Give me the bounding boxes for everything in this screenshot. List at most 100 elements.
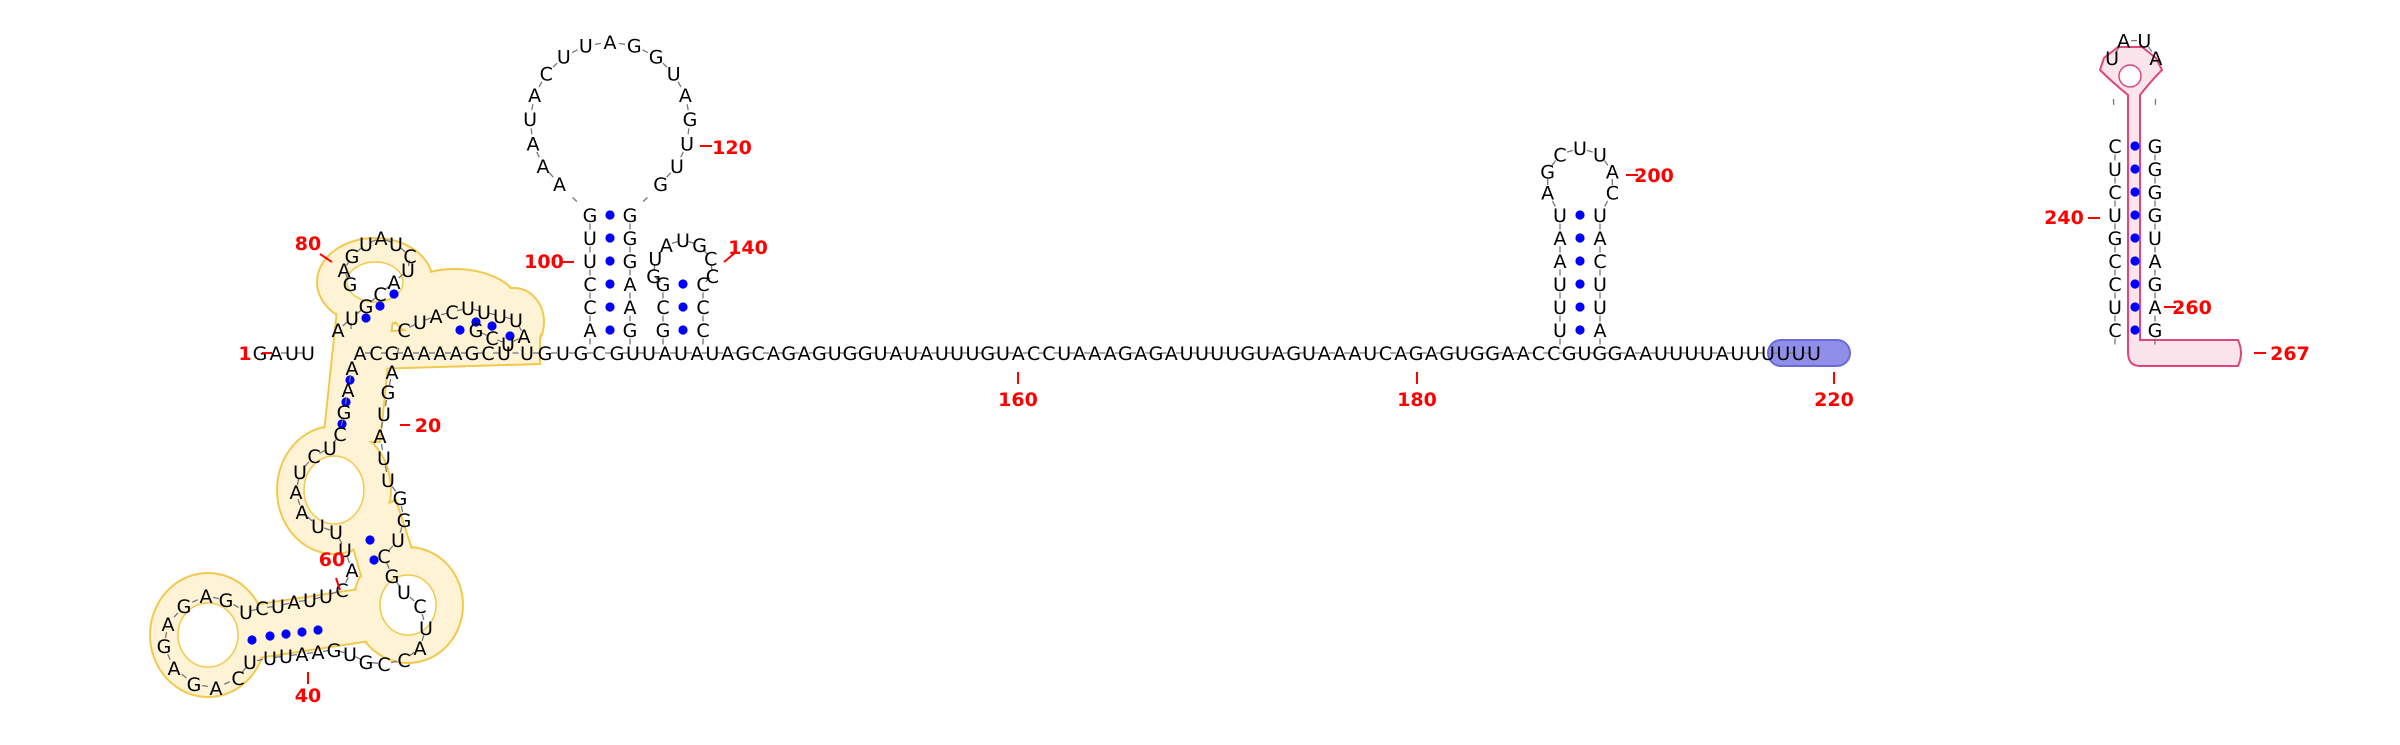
backbone-link (371, 662, 379, 664)
backbone-link (1551, 160, 1557, 166)
backbone-nucleotide: C (1532, 343, 1545, 365)
backbone-nucleotide: U (1669, 343, 1683, 365)
five-prime-domain-nucleotide: C (231, 668, 244, 690)
backbone-link (1586, 149, 1594, 153)
stem-loop-3-loop: U (1593, 144, 1607, 166)
backbone-nucleotide: G (1439, 343, 1454, 365)
backbone-link (513, 338, 519, 342)
backbone-nucleotide: G (465, 343, 480, 365)
backbone-link (538, 81, 543, 88)
backbone-link (223, 681, 231, 685)
base-pair-bond (678, 279, 688, 289)
five-prime-domain-nucleotide: U (319, 586, 333, 608)
stem-loop-1-loop: A (679, 85, 692, 107)
stem-loop-1-stem-right: G (623, 228, 638, 250)
five-prime-domain-nucleotide: C (307, 446, 320, 468)
stem-loop-3-loop: C (1553, 144, 1566, 166)
stem-loop-1-loop: A (604, 32, 617, 54)
five-prime-domain-nucleotide: G (343, 274, 358, 296)
five-prime-domain-nucleotide: U (243, 652, 257, 674)
terminator-hairpin-stem-right: A (2149, 297, 2162, 319)
backbone-link (290, 653, 298, 657)
backbone-link (409, 651, 415, 657)
position-tick (723, 251, 737, 263)
five-prime-domain-nucleotide: G (157, 636, 172, 658)
backbone-nucleotide: G (1562, 343, 1577, 365)
backbone-link (322, 649, 330, 653)
base-pair-bond (505, 331, 515, 341)
terminator-hairpin-stem-right: G (2148, 320, 2163, 342)
highlight-terminator-loop (2118, 64, 2142, 88)
backbone-link (345, 273, 349, 281)
backbone-nucleotide: C (1379, 343, 1392, 365)
backbone-link (642, 49, 649, 54)
backbone-link (233, 603, 239, 609)
backbone-nucleotide: U (1685, 343, 1699, 365)
five-prime-domain-nucleotide: A (296, 644, 309, 666)
backbone-nucleotide: U (1761, 343, 1775, 365)
terminator-hairpin-stem-left: C (2108, 182, 2121, 204)
backbone-nucleotide: C (481, 343, 494, 365)
base-pair-bond (389, 289, 399, 299)
backbone-link (348, 375, 352, 383)
five-prime-domain-nucleotide: A (414, 638, 427, 660)
backbone-nucleotide: U (705, 343, 719, 365)
five-prime-domain-nucleotide: U (493, 306, 507, 328)
backbone-link (330, 591, 338, 595)
five-prime-domain-nucleotide: A (374, 426, 387, 448)
terminator-hairpin-stem-right: U (2148, 228, 2162, 250)
five-prime-domain-nucleotide: G (337, 402, 352, 424)
backbone-link (345, 577, 349, 583)
backbone-nucleotide: U (674, 343, 688, 365)
backbone-nucleotide: U (1776, 343, 1790, 365)
backbone-link (173, 612, 179, 618)
terminator-hairpin-stem-right: G (2148, 182, 2163, 204)
backbone-nucleotide: A (1501, 343, 1514, 365)
stem-loop-2-stem-left: G (656, 320, 671, 342)
backbone-nucleotide: A (434, 343, 447, 365)
stem-loop-1-stem-left: A (584, 320, 597, 342)
backbone-nucleotide: U (828, 343, 842, 365)
base-pair-bond (2130, 233, 2140, 243)
terminator-hairpin-stem-left: C (2108, 320, 2121, 342)
backbone-link (548, 172, 554, 178)
backbone-link (440, 312, 448, 316)
five-prime-domain-nucleotide: A (346, 358, 359, 380)
five-prime-domain-nucleotide: G (381, 382, 396, 404)
backbone-nucleotide: A (418, 343, 431, 365)
stem-loop-2-loop: C (706, 266, 719, 288)
backbone-link (594, 42, 601, 45)
backbone-nucleotide: A (1639, 343, 1652, 365)
backbone-nucleotide: G (1149, 343, 1164, 365)
stem-loop-1-stem-right: G (623, 251, 638, 273)
backbone-nucleotide: G (858, 343, 873, 365)
five-prime-domain-nucleotide: C (255, 598, 268, 620)
five-prime-domain-nucleotide: G (385, 566, 400, 588)
five-prime-domain-nucleotide: C (397, 650, 410, 672)
backbone-nucleotide: G (385, 343, 400, 365)
highlight-loop-hole (177, 602, 239, 668)
backbone-link (370, 297, 376, 303)
backbone-nucleotide: U (950, 343, 964, 365)
backbone-nucleotide: A (1165, 343, 1178, 365)
stem-loop-1-loop: U (670, 156, 684, 178)
backbone-link (297, 498, 301, 506)
backbone-nucleotide: U (556, 343, 570, 365)
backbone-nucleotide: U (996, 343, 1010, 365)
backbone-link (1603, 160, 1609, 166)
backbone-link (384, 285, 390, 291)
backbone-link (250, 608, 258, 612)
stem-loop-1-stem-right: A (624, 297, 637, 319)
base-pair-bond (1575, 302, 1585, 312)
backbone-nucleotide: C (1042, 343, 1055, 365)
five-prime-domain-nucleotide: A (290, 482, 303, 504)
position-label: 80 (295, 233, 321, 255)
backbone-link (342, 321, 348, 327)
stem-loop-1-loop: U (523, 109, 537, 131)
stem-loop-1-loop: G (627, 36, 642, 58)
base-pair-bond (605, 256, 615, 266)
stem-loop-1-stem-left: U (583, 228, 597, 250)
backbone-link (384, 465, 388, 473)
base-pair-bond (247, 635, 257, 645)
backbone-link (658, 249, 664, 255)
